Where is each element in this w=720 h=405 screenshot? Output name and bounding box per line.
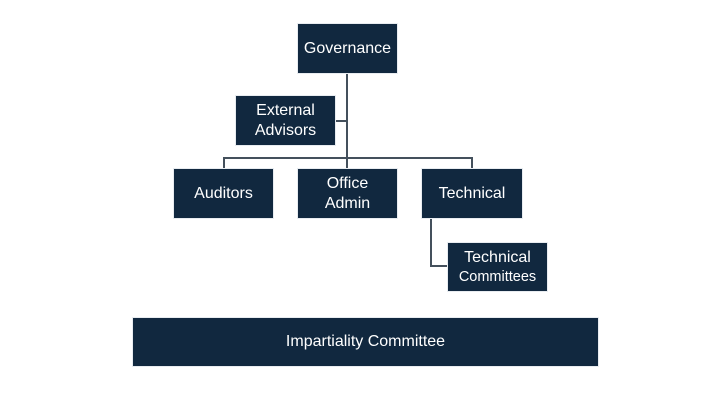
node-technical: Technical: [421, 168, 523, 219]
node-label: Committees: [458, 268, 537, 285]
connector-technical-committees: [430, 265, 447, 267]
node-label: Office Admin: [324, 174, 371, 212]
connector-technical-down: [430, 219, 432, 267]
node-label: Technical: [464, 248, 531, 266]
node-technical-committees: Technical Committees: [447, 242, 548, 292]
connector-technical: [471, 157, 473, 168]
node-label: Auditors: [194, 184, 253, 202]
node-impartiality-committee: Impartiality Committee: [132, 317, 599, 367]
connector-governance-trunk: [346, 74, 348, 159]
node-external-advisors: External Advisors: [235, 95, 336, 146]
connector-auditors: [223, 157, 225, 168]
connector-office-admin: [346, 157, 348, 168]
node-governance: Governance: [297, 23, 398, 74]
node-label: External Advisors: [254, 101, 317, 139]
node-label: Governance: [303, 39, 392, 57]
connector-row-bar: [223, 157, 473, 159]
connector-external-advisors: [336, 120, 347, 122]
node-label: Technical: [438, 184, 506, 202]
node-office-admin: Office Admin: [297, 168, 398, 219]
node-auditors: Auditors: [173, 168, 274, 219]
node-label: Impartiality Committee: [285, 333, 446, 350]
